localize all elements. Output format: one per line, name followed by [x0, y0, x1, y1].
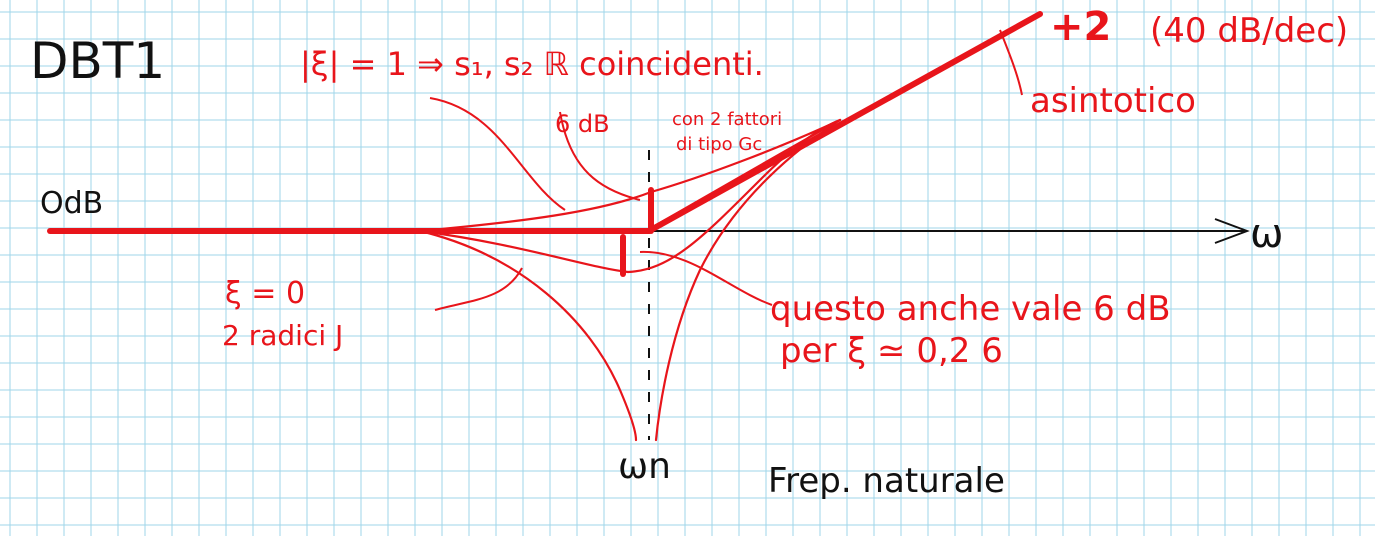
asymptotic-magnitude [47, 11, 1043, 277]
six-db-note-2: di tipo Gc [676, 134, 762, 155]
xi-one-label: |ξ| = 1 ⇒ s₁, s₂ ℝ coincidenti. [300, 45, 764, 83]
six-db-pointer [559, 111, 641, 201]
asymptotic-pointer [999, 29, 1023, 96]
also-6db-label: questo anche vale 6 dB [770, 289, 1171, 329]
zero-db-label: OdB [40, 186, 103, 221]
xi-026-pointer [639, 250, 773, 306]
slope-label: +2 [1050, 4, 1111, 50]
curve-xi-zero-left [418, 229, 638, 442]
xi-zero-label: ξ = 0 [225, 276, 305, 311]
curve-xi-026 [418, 118, 842, 274]
curve-tangent [649, 118, 842, 230]
rising-asymptote [646, 11, 1043, 234]
page-title: DBT1 [30, 32, 165, 90]
asymptotic-label: asintotico [1030, 81, 1196, 121]
for-xi-label: per ξ ≃ 0,2 6 [780, 331, 1003, 371]
six-db-note-1: con 2 fattori [672, 109, 782, 130]
xi-one-pointer [429, 97, 566, 211]
omega-n-label: ωn [618, 446, 671, 487]
slope-rate-label: (40 dB/dec) [1150, 11, 1348, 51]
xi-zero-pointer [434, 267, 523, 311]
frequency-axis [648, 218, 1250, 244]
xi-zero-roots-label: 2 radici J [222, 319, 343, 352]
real-curves [418, 118, 842, 442]
curve-xi-one [418, 118, 842, 233]
omega-axis-label: ω [1250, 211, 1284, 257]
curve-xi-zero-right [654, 118, 842, 442]
natural-frequency-label: Frep. naturale [768, 461, 1005, 501]
